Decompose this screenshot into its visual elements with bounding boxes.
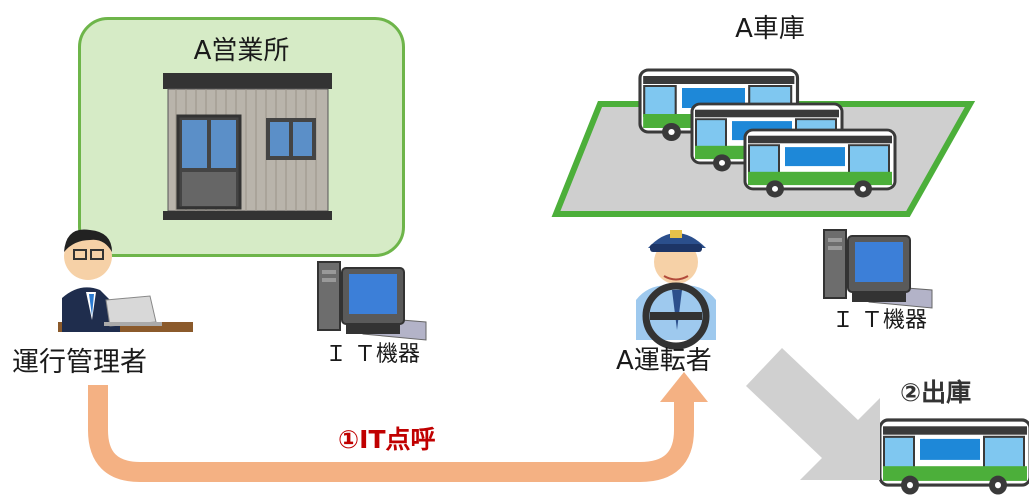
manager-icon <box>58 229 193 332</box>
office-title: A営業所 <box>193 36 290 66</box>
it-equipment-right-label: Ｉ Ｔ機器 <box>832 308 927 333</box>
garage-title: A車庫 <box>735 14 805 44</box>
office-building <box>163 73 332 220</box>
manager-label: 運行管理者 <box>12 347 147 378</box>
driver-icon <box>636 230 716 350</box>
it-equipment-right-icon <box>823 229 933 309</box>
it-equipment-left-icon <box>317 261 427 341</box>
departure-arrow <box>746 348 880 480</box>
departing-bus <box>878 418 1029 497</box>
it-equipment-left-label: Ｉ Ｔ機器 <box>325 342 420 367</box>
driver-label: A運転者 <box>616 346 712 376</box>
step2-departure-label: ②出庫 <box>900 378 972 407</box>
it-call-arrow <box>88 372 708 482</box>
step1-it-call-label: ①IT点呼 <box>338 425 436 454</box>
